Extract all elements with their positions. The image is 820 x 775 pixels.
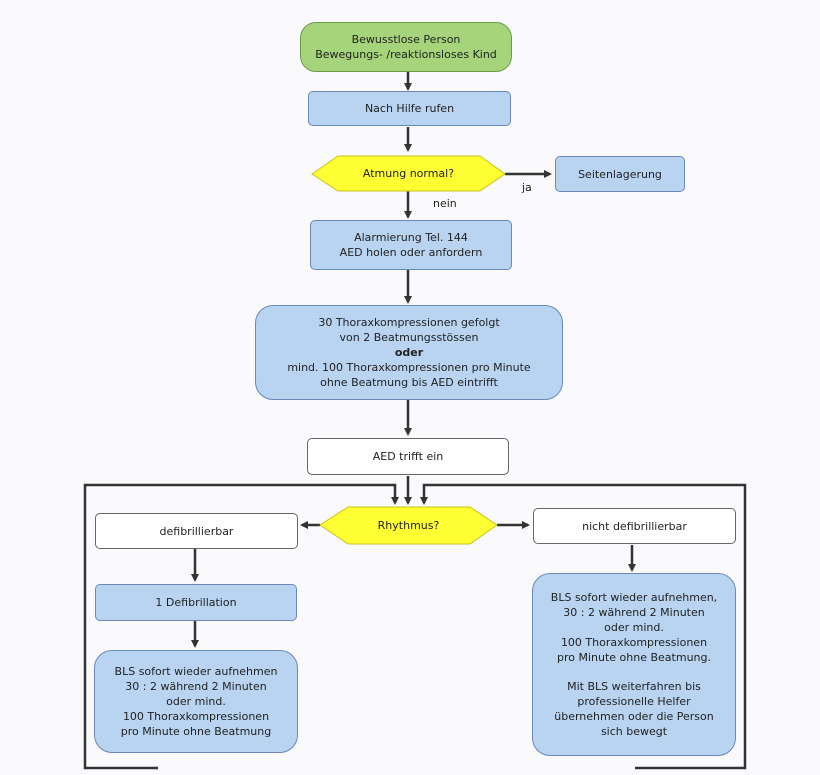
cpr-line-4: mind. 100 Thoraxkompressionen pro Minute <box>287 361 531 374</box>
shockable-label: defibrillierbar <box>159 524 234 538</box>
bls-right-line-3: oder mind. <box>604 621 664 634</box>
yes-label: ja <box>522 181 532 194</box>
bls-left-line-1: BLS sofort wieder aufnehmen <box>114 665 278 678</box>
breathing-decision-shape <box>311 155 506 192</box>
bls-left-line-3: oder mind. <box>166 695 226 708</box>
breathing-decision-label: Atmung normal? <box>362 167 455 180</box>
start-line-1: Bewusstlose Person <box>351 33 461 46</box>
non-shockable-label: nicht defibrillierbar <box>582 519 687 533</box>
rhythm-decision-label: Rhythmus? <box>377 519 440 532</box>
non-shockable-box: nicht defibrillierbar <box>533 508 736 544</box>
bls-right-line-5: pro Minute ohne Beatmung. <box>557 651 711 664</box>
recovery-position-box: Seitenlagerung <box>555 156 685 192</box>
bls-left-line-4: 100 Thoraxkompressionen <box>122 710 270 723</box>
defibrillation-label: 1 Defibrillation <box>155 596 237 609</box>
cpr-line-1: 30 Thoraxkompressionen gefolgt <box>318 316 500 329</box>
bls-right-line-7: professionelle Helfer <box>577 695 691 708</box>
start-line-2: Bewegungs- /reaktionsloses Kind <box>315 48 497 61</box>
bls-right-line-8: übernehmen oder die Person <box>554 710 714 723</box>
alarm-box: Alarmierung Tel. 144 AED holen oder anfo… <box>310 220 512 270</box>
cpr-line-2: von 2 Beatmungsstössen <box>339 331 479 344</box>
bls-right-line-2: 30 : 2 während 2 Minuten <box>563 606 705 619</box>
bls-left-box: BLS sofort wieder aufnehmen 30 : 2 währe… <box>94 650 298 753</box>
bls-right-line-9: sich bewegt <box>600 725 668 738</box>
aed-arrives-box: AED trifft ein <box>307 438 509 475</box>
cpr-line-3: oder <box>394 346 424 359</box>
defibrillation-box: 1 Defibrillation <box>95 584 297 621</box>
call-help-box: Nach Hilfe rufen <box>308 91 511 126</box>
shockable-box: defibrillierbar <box>95 513 298 549</box>
call-help-label: Nach Hilfe rufen <box>364 102 455 115</box>
bls-left-line-5: pro Minute ohne Beatmung <box>120 725 272 738</box>
cpr-line-5: ohne Beatmung bis AED eintrifft <box>320 376 498 389</box>
no-label: nein <box>433 197 457 210</box>
recovery-position-label: Seitenlagerung <box>578 167 662 181</box>
alarm-line-1: Alarmierung Tel. 144 <box>354 231 468 244</box>
aed-arrives-label: AED trifft ein <box>372 450 444 463</box>
bls-right-line-4: 100 Thoraxkompressionen <box>560 636 708 649</box>
bls-right-line-1: BLS sofort wieder aufnehmen, <box>550 591 718 604</box>
bls-right-box: BLS sofort wieder aufnehmen, 30 : 2 währ… <box>532 573 736 756</box>
loop-right <box>420 483 747 770</box>
rhythm-decision-shape <box>319 506 498 545</box>
bls-right-line-6: Mit BLS weiterfahren bis <box>567 680 701 693</box>
bls-left-line-2: 30 : 2 während 2 Minuten <box>125 680 267 693</box>
loop-left <box>83 483 399 770</box>
alarm-line-2: AED holen oder anfordern <box>339 246 483 259</box>
cpr-box: 30 Thoraxkompressionen gefolgt von 2 Bea… <box>255 305 563 400</box>
start-box: Bewusstlose Person Bewegungs- /reaktions… <box>300 22 512 72</box>
